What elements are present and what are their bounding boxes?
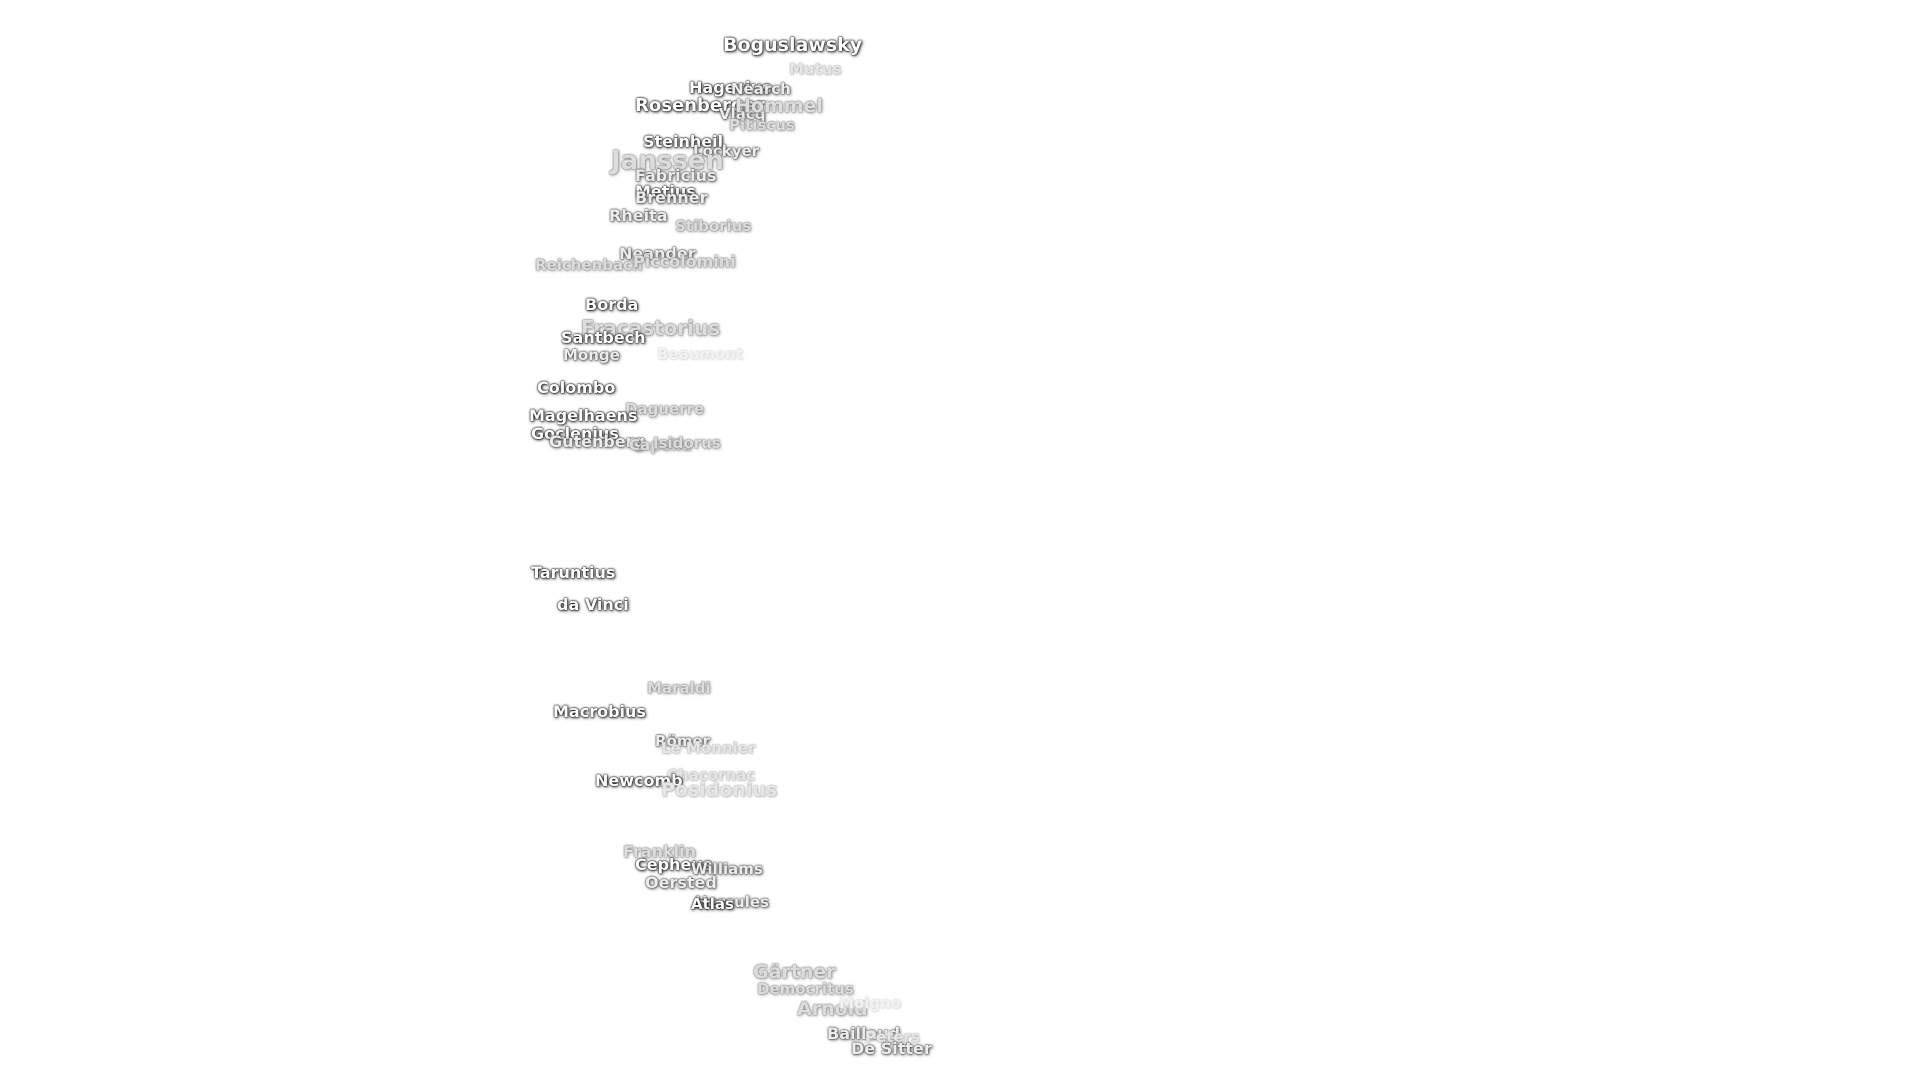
crater-label-daguerre[interactable]: Daguerre <box>625 400 705 418</box>
crater-label-hommel[interactable]: Hommel <box>735 95 823 117</box>
crater-label-baillaud[interactable]: Baillaud <box>827 1024 901 1043</box>
crater-label-hagecius[interactable]: Hagecius <box>689 78 772 97</box>
crater-label-gartner[interactable]: Gärtner <box>753 961 836 983</box>
crater-label-atlas[interactable]: Atlas <box>691 895 734 913</box>
crater-label-capella[interactable]: Capella <box>629 436 692 454</box>
crater-label-maraldi[interactable]: Maraldi <box>647 679 711 697</box>
crater-label-lockyer[interactable]: Lockyer <box>693 142 760 160</box>
crater-label-cepheus[interactable]: Cepheus <box>635 855 713 874</box>
crater-label-da-vinci[interactable]: da Vinci <box>557 595 629 614</box>
crater-label-monge[interactable]: Monge <box>563 346 620 364</box>
crater-label-romer[interactable]: Römer <box>655 732 711 750</box>
crater-label-moigno[interactable]: Moigno <box>839 994 902 1012</box>
crater-label-reichenbach[interactable]: Reichenbach <box>535 256 643 274</box>
crater-label-metius[interactable]: Metius <box>635 182 696 201</box>
crater-label-borda[interactable]: Borda <box>585 295 639 314</box>
crater-label-democritus[interactable]: Democritus <box>757 980 854 998</box>
crater-label-peters[interactable]: Peters <box>865 1028 920 1046</box>
crater-label-newcomb[interactable]: Newcomb <box>595 771 683 790</box>
crater-label-chacornac[interactable]: Chacornac <box>667 766 756 784</box>
crater-label-mutus[interactable]: Mutus <box>789 60 842 78</box>
crater-label-beaumont[interactable]: Beaumont <box>657 345 744 363</box>
crater-label-rheita[interactable]: Rheita <box>609 206 668 225</box>
crater-label-rosenberger[interactable]: Rosenberger <box>635 95 765 116</box>
crater-label-oersted[interactable]: Oersted <box>645 873 717 892</box>
crater-label-le-monnier[interactable]: Le Monnier <box>661 739 756 757</box>
crater-label-hercules[interactable]: Hercules <box>695 893 769 911</box>
crater-label-gutenberg[interactable]: Gutenberg <box>549 432 646 451</box>
crater-label-fabricius[interactable]: Fabricius <box>635 166 717 185</box>
crater-label-franklin[interactable]: Franklin <box>623 842 696 861</box>
crater-label-fracastorius[interactable]: Fracastorius <box>581 316 721 340</box>
crater-label-neander[interactable]: Neander <box>619 244 696 263</box>
crater-label-de-sitter[interactable]: De Sitter <box>851 1039 932 1058</box>
crater-label-posidonius[interactable]: Posidonius <box>661 779 778 801</box>
crater-label-arnold[interactable]: Arnold <box>797 998 868 1020</box>
crater-label-piccolomini[interactable]: Piccolomini <box>633 252 736 271</box>
crater-label-nearch[interactable]: Nearch <box>731 80 791 98</box>
crater-label-janssen[interactable]: Janssen <box>611 146 724 176</box>
crater-label-taruntius[interactable]: Taruntius <box>531 563 616 582</box>
crater-label-pitiscus[interactable]: Pitiscus <box>729 116 795 134</box>
crater-label-boguslawsky[interactable]: Boguslawsky <box>723 34 863 56</box>
crater-label-steinheil[interactable]: Steinheil <box>643 132 724 151</box>
crater-label-williams[interactable]: Williams <box>691 860 763 878</box>
crater-label-vlacq[interactable]: Vlacq <box>719 105 766 123</box>
crater-label-colombo[interactable]: Colombo <box>537 378 616 397</box>
crater-label-macrobius[interactable]: Macrobius <box>553 702 646 721</box>
crater-label-brenner[interactable]: Brenner <box>635 188 708 207</box>
crater-label-magelhaens[interactable]: Magelhaens <box>529 406 638 425</box>
crater-label-stiborius[interactable]: Stiborius <box>675 217 752 235</box>
crater-label-isidorus[interactable]: Isidorus <box>653 434 721 452</box>
crater-label-santbech[interactable]: Santbech <box>561 328 646 347</box>
crater-label-goclenius[interactable]: Goclenius <box>531 424 619 443</box>
